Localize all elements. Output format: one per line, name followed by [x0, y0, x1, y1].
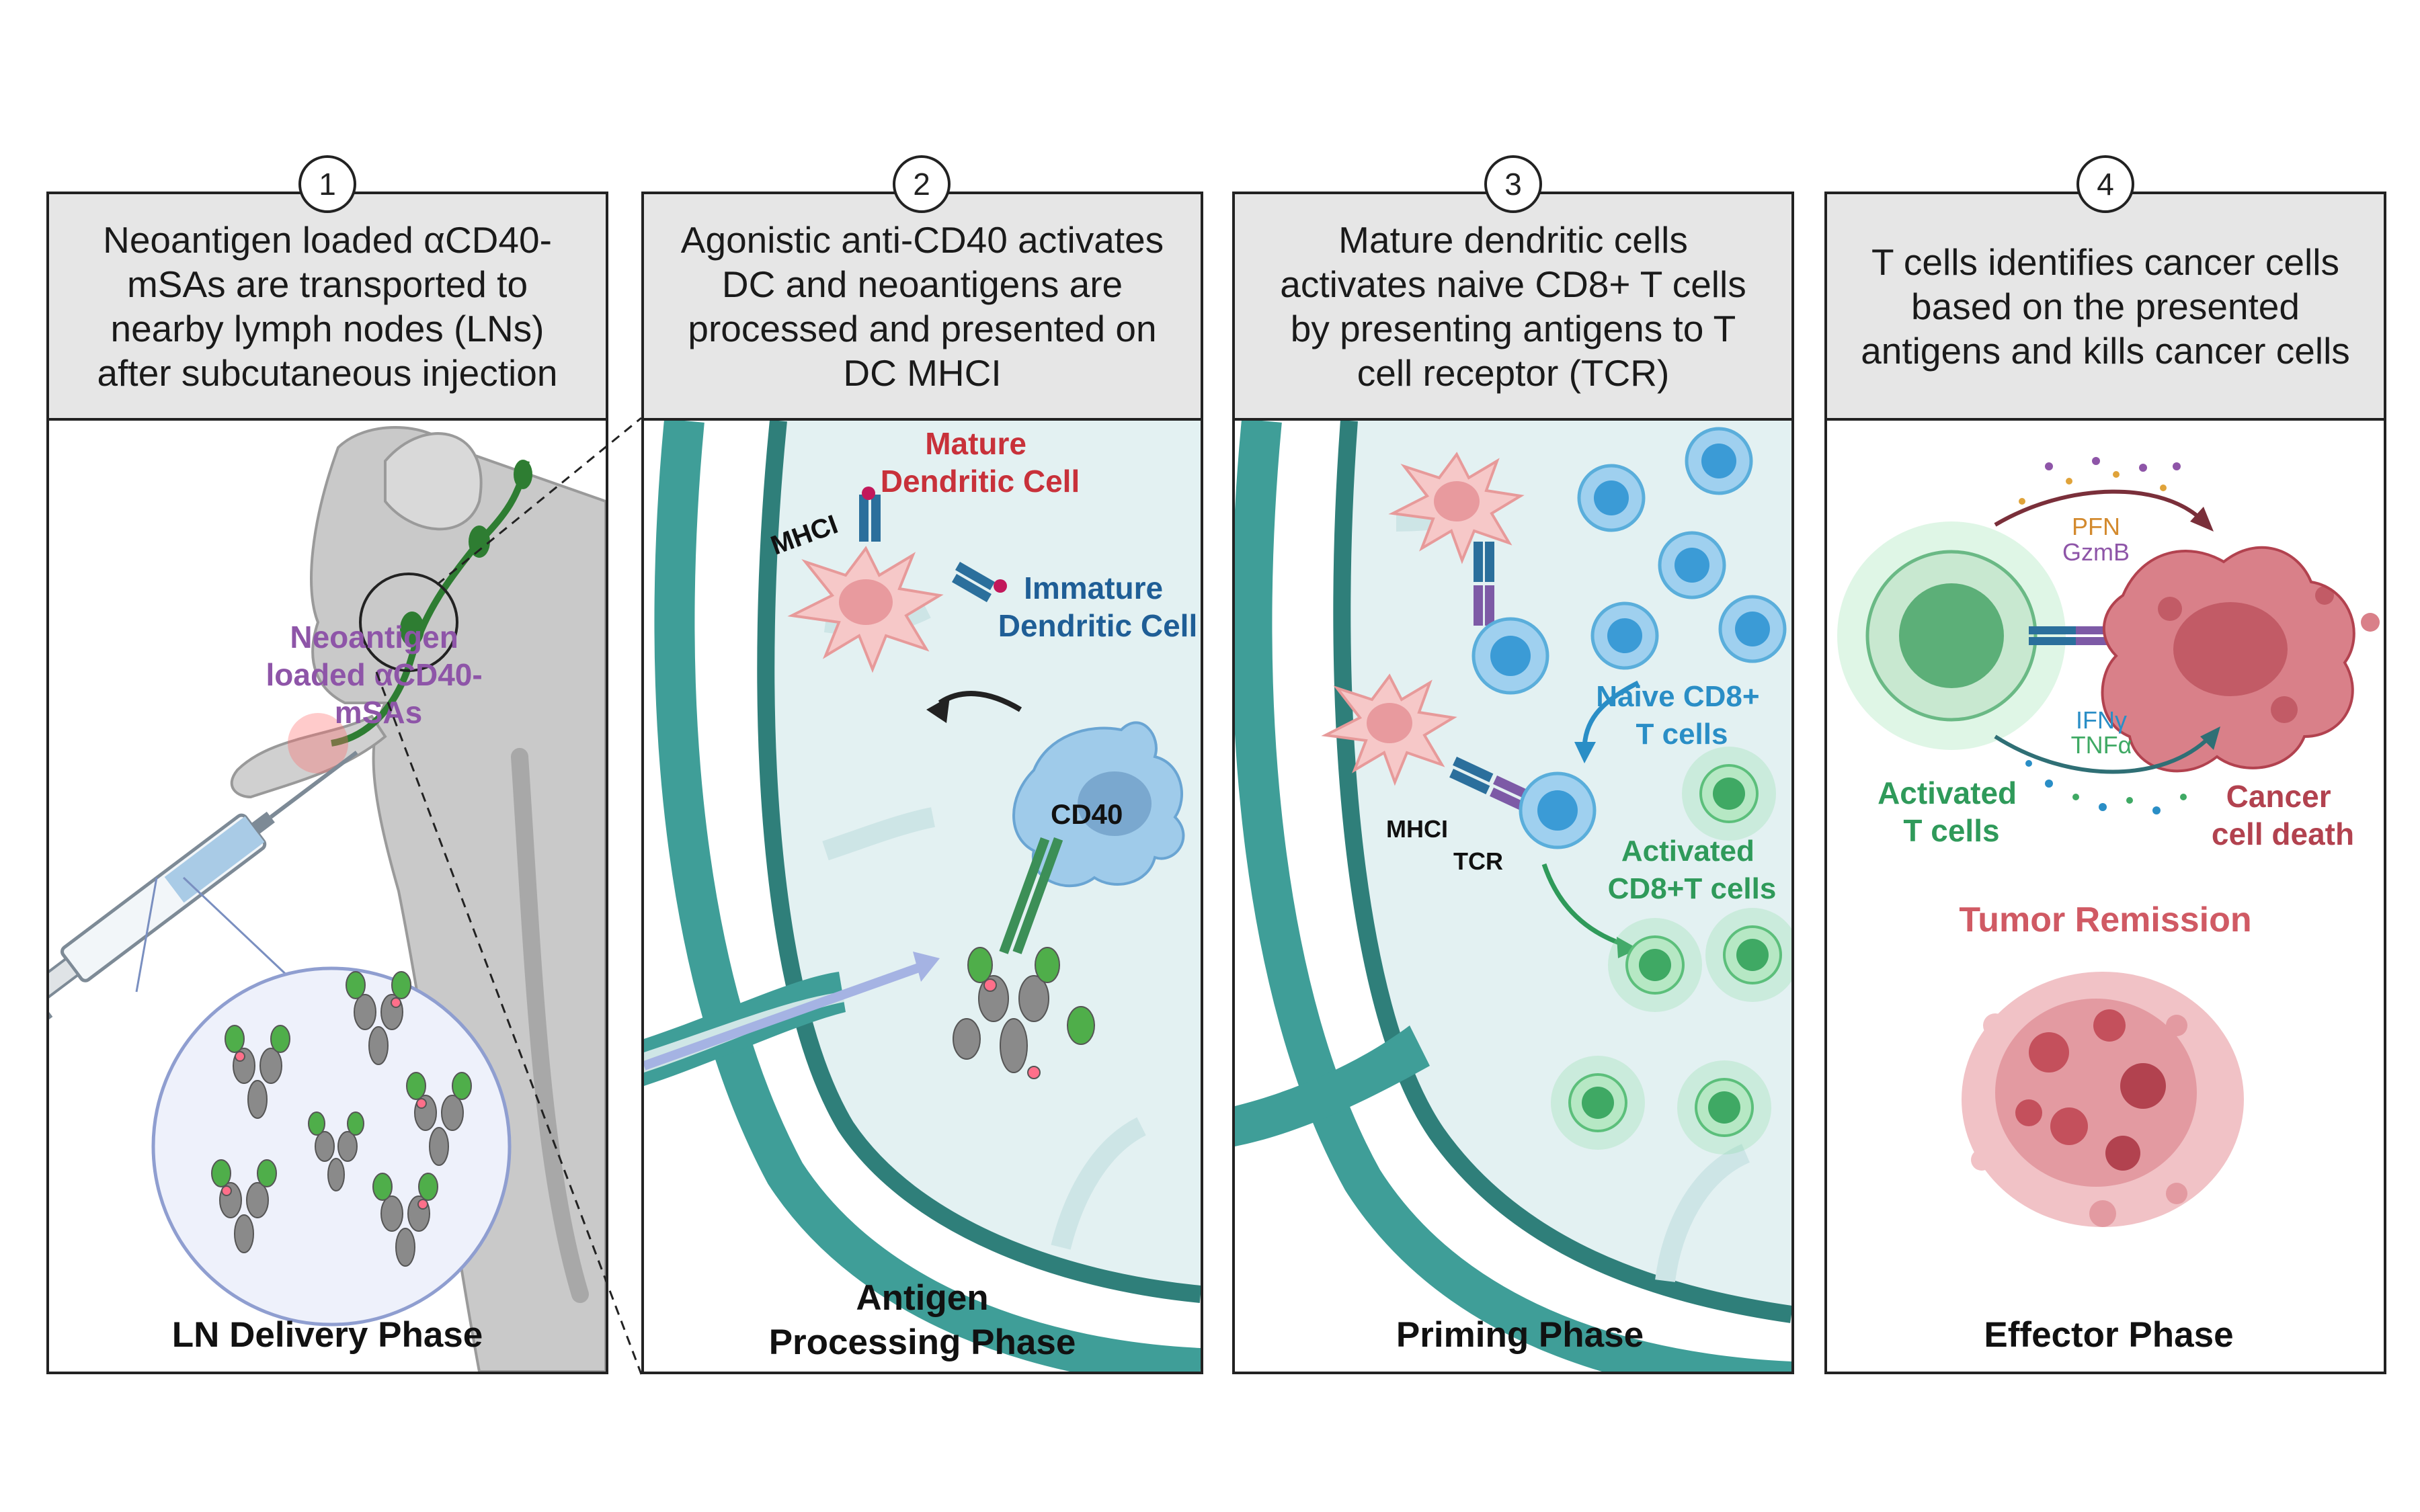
zoom-circle [359, 573, 458, 672]
trabecula-2 [822, 807, 936, 861]
lymph-node-interior-3 [1342, 421, 1791, 1314]
activated-t-cell [1837, 521, 2066, 750]
activated-cd8-label-line2: CD8+T cells [1608, 872, 1777, 905]
step-2-phase: Antigen Processing Phase [768, 1278, 1076, 1362]
step-2-header: Agonistic anti-CD40 activates DC and neo… [644, 194, 1201, 421]
ifng-tnfa-arrowhead [2200, 726, 2220, 750]
step-4-phase: Effector Phase [1984, 1315, 2234, 1355]
panel-effector: T cells identifies cancer cells based on… [1824, 192, 2386, 1374]
step-1-header: Neoantigen loaded αCD40-mSAs are transpo… [49, 194, 606, 421]
cd40-label: CD40 [1051, 798, 1123, 830]
cancer-cell [2101, 546, 2380, 773]
lymph-node-capsule-inner-3 [1333, 421, 1791, 1323]
step-2-number: 2 [893, 155, 951, 213]
anti-cd40-antibody [953, 947, 1095, 1079]
step-4-header: T cells identifies cancer cells based on… [1827, 194, 2384, 421]
activated-t-label-line1: Activated [1878, 775, 2017, 810]
activated-cd8-label: Activated CD8+T cells [1608, 835, 1777, 905]
lymph-node-2 [469, 526, 490, 558]
step-3-number: 3 [1484, 155, 1542, 213]
mature-dc-label-line1: Mature [925, 426, 1026, 461]
mhci-label-3: MHCI [1386, 815, 1448, 843]
fragmented-tumor [1962, 972, 2244, 1227]
cancer-death-label-line1: Cancer [2226, 779, 2331, 814]
step-4-number: 4 [2076, 155, 2134, 213]
transport-arrow [644, 960, 928, 1070]
mouse-injection-illustration: Neoantigen loaded αCD40- mSAs [49, 426, 606, 1372]
ifng-tnfa-arrow [1994, 734, 2212, 774]
tnfa-label: TNFα [2071, 731, 2132, 759]
naive-label-line2: T cells [1636, 718, 1728, 751]
immature-dc-label-line1: Immature [1024, 571, 1163, 605]
activation-arrowhead [1617, 937, 1638, 958]
cd40-receptor [999, 837, 1063, 954]
naive-label-line1: Naive CD8+ [1596, 680, 1759, 713]
step-4-description: T cells identifies cancer cells based on… [1861, 241, 2350, 372]
naive-t-cells [1471, 427, 1787, 849]
lymph-node-1 [400, 612, 424, 646]
afferent-vessel-3 [1235, 1025, 1430, 1146]
tcr-label: TCR [1453, 847, 1503, 875]
transport-arrowhead [913, 952, 940, 982]
step-1-description: Neoantigen loaded αCD40-mSAs are transpo… [97, 218, 558, 394]
step-1-number: 1 [298, 155, 356, 213]
step-3-phase: Priming Phase [1396, 1315, 1644, 1355]
lymph-node-capsule [654, 421, 1201, 1372]
step-3-description: Mature dendritic cells activates naive C… [1280, 218, 1746, 394]
cancer-death-label: Cancer cell death [2212, 779, 2354, 851]
zoom-line-right [182, 876, 306, 993]
panel-antigen-processing: Agonistic anti-CD40 activates DC and neo… [641, 192, 1203, 1374]
cancer-killing-illustration: PFN GzmB IFNγ TNFα Activated T cells Can… [1837, 457, 2380, 1227]
mature-dc-top [1388, 452, 1525, 564]
t-cell-priming-illustration: Naive CD8+ T cells Activated CD8+T cells… [1235, 421, 1791, 1372]
maturation-arrowhead [926, 696, 950, 723]
step-1-phase: LN Delivery Phase [171, 1315, 483, 1355]
lymph-node-dc-illustration: Mature Dendritic Cell Immature Dendritic… [644, 421, 1201, 1372]
step-3-header: Mature dendritic cells activates naive C… [1235, 194, 1791, 421]
neoantigen-label-line3: mSAs [335, 695, 422, 730]
immature-dc-label-line2: Dendritic Cell [998, 608, 1198, 643]
mhci-receptor [859, 487, 1007, 603]
gzmb-label: GzmB [2062, 538, 2130, 566]
pfn-gzmb-arrowhead [2190, 507, 2214, 532]
pfn-gzmb-arrow [1994, 489, 2206, 527]
activated-cd8-label-line1: Activated [1621, 835, 1755, 868]
activated-t-cells [1551, 747, 1791, 1154]
mature-dendritic-cell [787, 546, 944, 673]
mature-dc-label-line2: Dendritic Cell [881, 464, 1080, 499]
neoantigen-label-line1: Neoantigen [290, 620, 458, 655]
naive-activation-arrow [1582, 680, 1640, 751]
activated-t-label: Activated T cells [1878, 775, 2025, 848]
lymph-node-capsule-inner [757, 421, 1201, 1303]
neoantigen-label-line2: loaded αCD40- [266, 657, 482, 692]
mouse-ear [384, 432, 483, 531]
trabecula-3 [1051, 1117, 1147, 1250]
syringe [49, 751, 358, 1027]
naive-activation-arrowhead [1574, 742, 1596, 763]
naive-label: Naive CD8+ T cells [1596, 680, 1768, 751]
lymph-node-capsule-outer [644, 421, 1201, 1372]
pfn-label: PFN [2072, 513, 2120, 540]
mhc-tcr-complex-top [1474, 542, 1494, 626]
cytokine-dots [2019, 457, 2187, 814]
step-2-description: Agonistic anti-CD40 activates DC and neo… [680, 218, 1164, 394]
trabecula-3b [1655, 1144, 1750, 1282]
activated-t-label-line2: T cells [1903, 813, 1999, 848]
lymph-node-3 [514, 460, 532, 489]
tumor-remission-label: Tumor Remission [1959, 900, 2251, 939]
zoom-line-left [135, 877, 158, 993]
activation-arrow [1541, 863, 1626, 948]
panel-priming: Mature dendritic cells activates naive C… [1232, 192, 1794, 1374]
mature-dc-label: Mature Dendritic Cell [881, 426, 1080, 499]
cancer-death-label-line2: cell death [2212, 816, 2354, 851]
ifng-label: IFNγ [2076, 706, 2127, 734]
lymph-node-capsule-3 [1235, 421, 1791, 1372]
mature-dc-bottom [1321, 673, 1457, 786]
immature-dc-label: Immature Dendritic Cell [998, 571, 1198, 643]
panel-ln-delivery: Neoantigen loaded αCD40-mSAs are transpo… [46, 192, 608, 1374]
injection-site-glow [288, 713, 348, 773]
